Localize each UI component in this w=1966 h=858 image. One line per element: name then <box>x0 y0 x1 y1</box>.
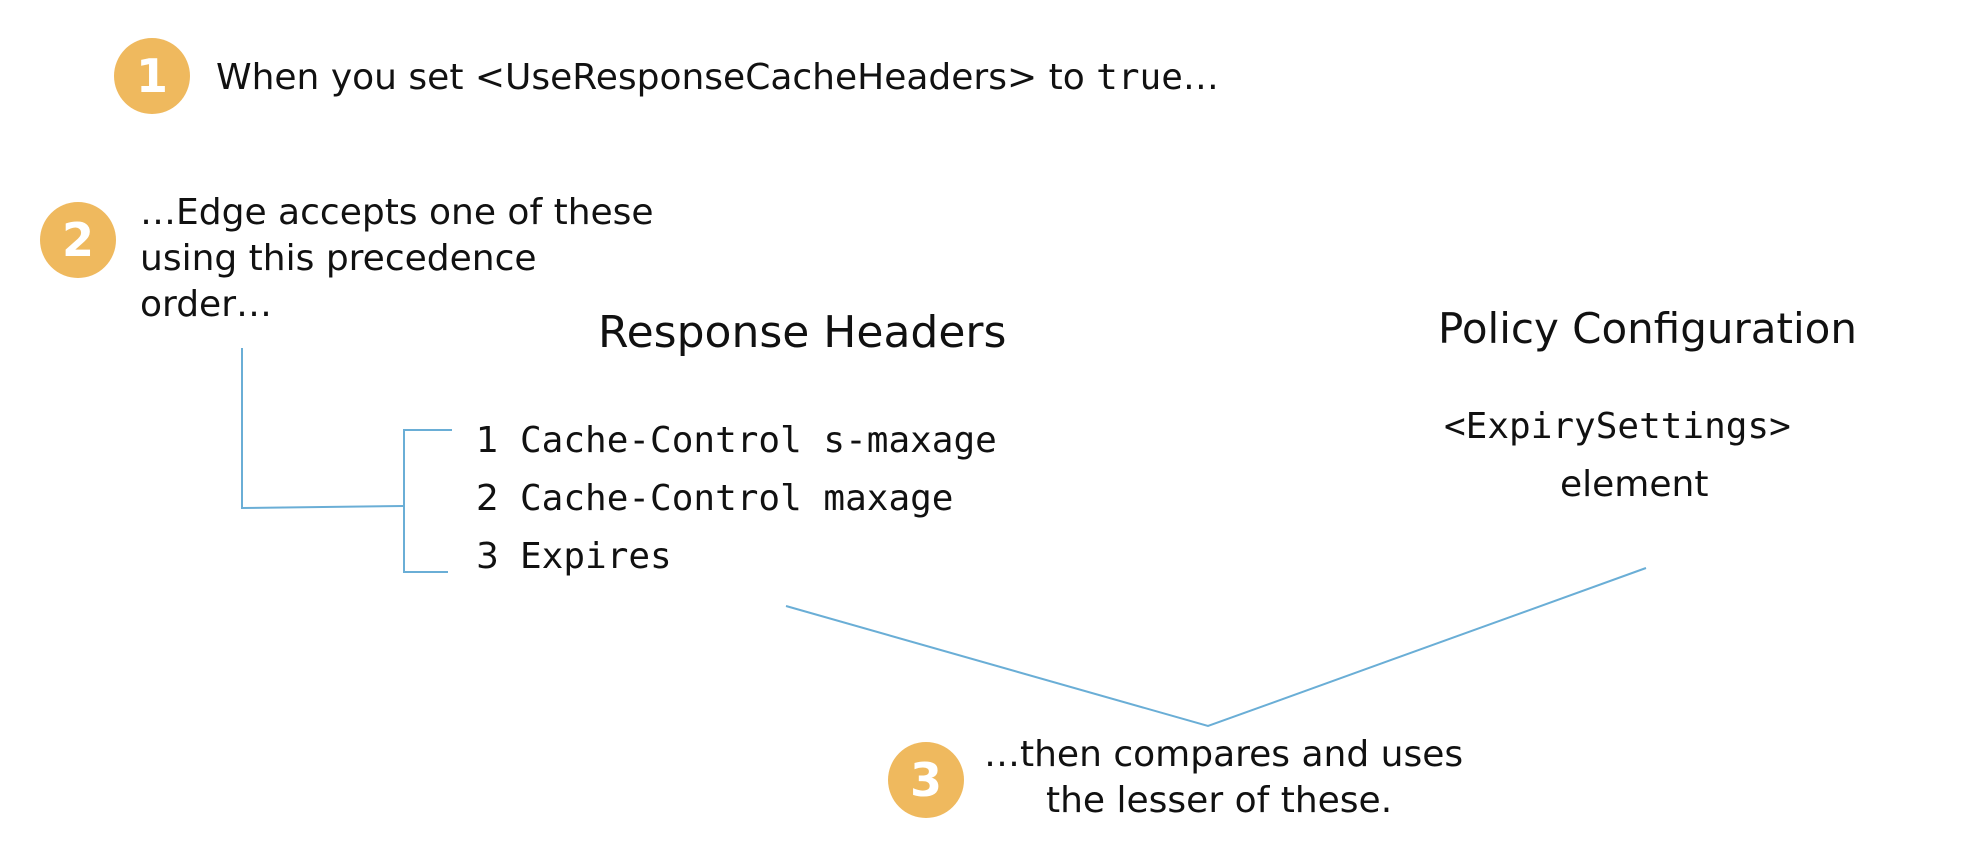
compare-connector <box>785 567 1647 728</box>
step-2-line-3: order… <box>140 284 272 325</box>
policy-configuration-caption: element <box>1560 464 1709 505</box>
response-header-item-1-label: Cache-Control s-maxage <box>520 420 997 461</box>
precedence-bracket <box>403 429 452 573</box>
step-1-text-before: When you set <UseResponseCacheHeaders> t… <box>216 57 1097 98</box>
policy-configuration-title: Policy Configuration <box>1438 304 1857 353</box>
step-3-badge: 3 <box>888 742 964 818</box>
step-1-text-after: … <box>1182 57 1219 98</box>
response-header-item-1-number: 1 <box>476 420 499 461</box>
step-1-code: true <box>1096 57 1183 98</box>
response-header-item-1: 1 Cache-Control s-maxage <box>476 418 997 464</box>
step-2-line-1: …Edge accepts one of these <box>140 192 654 233</box>
response-header-item-2-number: 2 <box>476 478 499 519</box>
step-2-badge: 2 <box>40 202 116 278</box>
response-header-item-3-number: 3 <box>476 536 499 577</box>
response-header-item-2-label: Cache-Control maxage <box>520 478 954 519</box>
step-2-line-2: using this precedence <box>140 238 537 279</box>
response-header-item-3: 3 Expires <box>476 534 672 580</box>
response-headers-title: Response Headers <box>598 307 1007 358</box>
step-3-line-2: the lesser of these. <box>1046 780 1393 821</box>
step-3-line-1: …then compares and uses <box>984 734 1464 775</box>
step-1-badge: 1 <box>114 38 190 114</box>
precedence-connector <box>241 348 405 510</box>
response-header-item-2: 2 Cache-Control maxage <box>476 476 953 522</box>
step-1-text: When you set <UseResponseCacheHeaders> t… <box>216 55 1219 101</box>
response-header-item-3-label: Expires <box>520 536 672 577</box>
policy-configuration-code: <ExpirySettings> <box>1444 406 1791 447</box>
